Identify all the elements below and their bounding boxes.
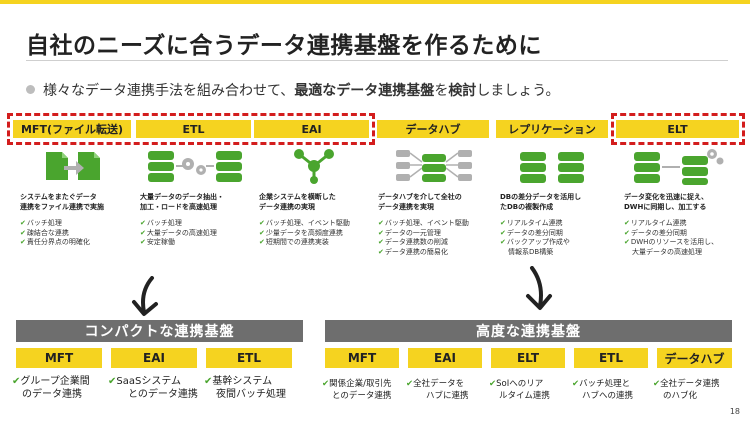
- intro-bullet: 様々なデータ連携手法を組み合わせて、最適なデータ連携基盤を検討しましょう。: [26, 80, 559, 100]
- advanced-note-4: ✔バッチ処理とハブへの連携: [572, 379, 634, 401]
- list-item: バッチ処理、イベント駆動: [259, 219, 350, 229]
- column-heading: DBの差分データを活用したDBの複製作成: [500, 193, 582, 211]
- list-item-continued: 大量データの高速処理: [632, 247, 702, 256]
- column-items: バッチ処理 大量データの高速処理 安定稼働: [140, 219, 217, 248]
- advanced-note-5: ✔全社データ連携のハブ化: [653, 379, 720, 401]
- column-heading: データハブを介して全社のデータ連携を実現: [378, 193, 462, 211]
- tag-elt: ELT: [616, 120, 739, 138]
- data-hub-icon: [396, 150, 472, 182]
- bullet-emphasis-1: 最適な: [294, 83, 337, 99]
- title-divider: [26, 60, 728, 61]
- hub-network-icon: [294, 149, 334, 184]
- advanced-note-2: ✔全社データをハブに連携: [406, 379, 469, 401]
- list-item: 少量データを高頻度連携: [259, 229, 350, 239]
- highlight-box-right: [611, 113, 745, 145]
- bullet-dot-icon: [26, 85, 35, 94]
- list-item: リアルタイム連携: [500, 219, 570, 229]
- tag-eai: EAI: [254, 120, 369, 138]
- column-items: バッチ処理、イベント駆動 少量データを高頻度連携 短期間での連携実装: [259, 219, 350, 248]
- tag-datahub: データハブ: [377, 120, 489, 138]
- page-title: 自社のニーズに合うデータ連携基盤を作るために: [26, 33, 542, 59]
- elt-icon: [634, 149, 724, 185]
- advanced-tag-mft: MFT: [325, 348, 399, 368]
- list-item: 大量データの高速処理: [140, 229, 217, 239]
- list-item-continued: 情報系DB構築: [508, 247, 554, 256]
- list-item: バックアップ作成や: [500, 238, 570, 248]
- list-item: データの一元管理: [378, 229, 469, 239]
- compact-note-3: ✔基幹システム夜間バッチ処理: [204, 376, 286, 400]
- advanced-note-1: ✔関係企業/取引先とのデータ連携: [322, 379, 392, 401]
- column-heading: システムをまたぐデータ連携をファイル連携で実施: [20, 193, 104, 211]
- tag-etl: ETL: [136, 120, 251, 138]
- column-heading: 企業システムを横断したデータ連携の実現: [259, 193, 336, 211]
- curved-arrow-down-icon: [526, 266, 552, 310]
- compact-note-2: ✔SaaSシステムとのデータ連携: [108, 376, 198, 400]
- bullet-text-pre: 様々なデータ連携手法を組み合わせて、: [43, 83, 295, 99]
- column-items: バッチ処理、イベント駆動 データの一元管理 データ連携数の削減 データ連携の簡易…: [378, 219, 469, 257]
- list-item: バッチ処理: [20, 219, 90, 229]
- highlight-box-left: [7, 113, 375, 145]
- column-heading: データ変化を迅速に捉え、DWHに同期し、加工する: [624, 193, 708, 211]
- bullet-text-mid: を: [434, 83, 449, 99]
- list-item: 疎結合な連携: [20, 229, 90, 239]
- list-item: リアルタイム連携: [624, 219, 718, 229]
- list-item: 短期間での連携実装: [259, 238, 350, 248]
- page-number: 18: [729, 407, 740, 416]
- list-item: 安定稼働: [140, 238, 217, 248]
- compact-note-1: ✔グループ企業間のデータ連携: [12, 376, 90, 400]
- database-transform-icon: [148, 151, 242, 182]
- list-item: データ連携の簡易化: [378, 248, 469, 258]
- column-items: バッチ処理 疎結合な連携 責任分界点の明確化: [20, 219, 90, 248]
- compact-tag-mft: MFT: [16, 348, 102, 368]
- file-transfer-icon: [46, 152, 100, 180]
- list-item: データの差分同期: [500, 229, 570, 239]
- advanced-tag-eai: EAI: [408, 348, 482, 368]
- top-accent-bar: [0, 0, 750, 4]
- bullet-emphasis-2: データ連携基盤: [336, 83, 435, 99]
- replication-icon: [520, 152, 584, 183]
- tag-mft: MFT(ファイル転送): [13, 120, 131, 138]
- advanced-note-3: ✔SoIへのリアルタイム連携: [489, 379, 550, 401]
- compact-tag-eai: EAI: [111, 348, 197, 368]
- list-item: 責任分界点の明確化: [20, 238, 90, 248]
- advanced-platform-bar: 高度な連携基盤: [325, 320, 732, 342]
- advanced-tag-etl: ETL: [574, 348, 648, 368]
- tag-replication: レプリケーション: [496, 120, 608, 138]
- list-item: バッチ処理、イベント駆動: [378, 219, 469, 229]
- curved-arrow-down-icon: [132, 276, 158, 316]
- advanced-tag-elt: ELT: [491, 348, 565, 368]
- compact-tag-etl: ETL: [206, 348, 292, 368]
- list-item: バッチ処理: [140, 219, 217, 229]
- bullet-emphasis-3: 検討: [448, 83, 477, 99]
- list-item: データの差分同期: [624, 229, 718, 239]
- advanced-tag-datahub: データハブ: [657, 348, 732, 368]
- bullet-text-post: しましょう。: [476, 83, 560, 99]
- compact-platform-bar: コンパクトな連携基盤: [16, 320, 303, 342]
- column-heading: 大量データのデータ抽出・加工・ロードを高速処理: [140, 193, 224, 211]
- column-items: リアルタイム連携 データの差分同期 バックアップ作成や 情報系DB構築: [500, 219, 570, 257]
- list-item: DWHのリソースを活用し、: [624, 238, 718, 248]
- list-item: データ連携数の削減: [378, 238, 469, 248]
- column-items: リアルタイム連携 データの差分同期 DWHのリソースを活用し、 大量データの高速…: [624, 219, 718, 257]
